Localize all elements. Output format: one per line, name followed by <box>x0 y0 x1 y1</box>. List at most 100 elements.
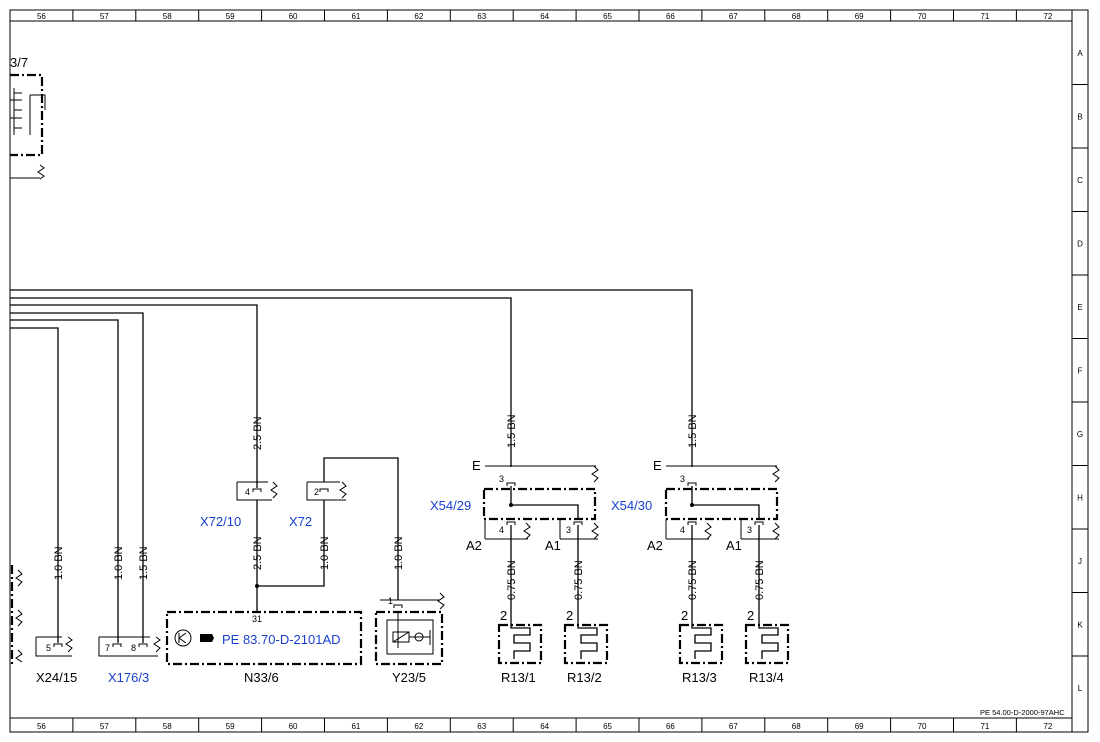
column-number: 59 <box>226 12 235 21</box>
column-number: 67 <box>729 12 738 21</box>
heater-r13-4: 2 R13/4 <box>744 608 790 685</box>
wire-label: 1.5 BN <box>506 414 518 448</box>
bus-lines <box>10 289 693 643</box>
connector-label: X54/30 <box>611 498 652 513</box>
connector-x54-30: E 3 X54/30 4 3 A2 A1 <box>611 458 780 622</box>
wire-label: 1.5 BN <box>138 546 150 580</box>
row-letter: B <box>1077 112 1082 121</box>
left-partial-symbols <box>10 565 23 665</box>
pin-label: 2 <box>500 608 507 623</box>
row-header: A B C D E F G H J K L <box>1072 49 1088 693</box>
tag-label: A1 <box>726 538 742 553</box>
heater-r13-1: 2 R13/1 <box>497 608 543 685</box>
pin-label: 5 <box>46 643 51 653</box>
row-letter: E <box>1077 303 1082 312</box>
connector-x176-3: 7 8 X176/3 <box>98 636 161 685</box>
fragment-label: 3/7 <box>10 55 28 70</box>
tag-label: A2 <box>466 538 482 553</box>
wire-label: 1.0 BN <box>393 536 405 570</box>
pin-label: 7 <box>105 643 110 653</box>
wire-label: 2.5 BN <box>252 416 264 450</box>
row-letter: J <box>1078 557 1082 566</box>
connector-x72: 2 X72 <box>255 457 399 600</box>
pin-label: 3 <box>566 525 571 535</box>
wire-label: 0.75 BN <box>573 560 585 600</box>
row-letter: L <box>1078 684 1083 693</box>
pin-label: 8 <box>131 643 136 653</box>
wire-label: 1.5 BN <box>687 414 699 448</box>
fragment-3-7: 3/7 <box>10 55 46 180</box>
heater-r13-3: 2 R13/3 <box>678 608 724 685</box>
component-label: R13/1 <box>501 670 536 685</box>
pin-label: 2 <box>566 608 573 623</box>
column-number: 58 <box>163 12 172 21</box>
connector-label: X54/29 <box>430 498 471 513</box>
wire-label: 0.75 BN <box>687 560 699 600</box>
tag-label: E <box>653 458 662 473</box>
column-number: 61 <box>351 722 360 731</box>
pin-label: 4 <box>680 525 685 535</box>
row-letter: G <box>1077 430 1083 439</box>
tag-label: E <box>472 458 481 473</box>
control-unit-n33-6: 31 PE 83.70-D-2101AD N33/6 <box>165 610 363 685</box>
row-letter: H <box>1077 493 1083 502</box>
wire-label: 2.5 BN <box>252 536 264 570</box>
column-number: 72 <box>1043 722 1052 731</box>
column-number: 66 <box>666 722 675 731</box>
reference-label: PE 83.70-D-2101AD <box>222 632 341 647</box>
row-letter: C <box>1077 176 1083 185</box>
wire-label: 0.75 BN <box>506 560 518 600</box>
column-number: 66 <box>666 12 675 21</box>
tag-label: A2 <box>647 538 663 553</box>
wire-label: 1.0 BN <box>113 546 125 580</box>
connector-label: X72 <box>289 514 312 529</box>
connector-x54-29: E 3 X54/29 4 3 A2 A1 <box>430 458 599 622</box>
connector-label: X72/10 <box>200 514 241 529</box>
pin-label: 2 <box>747 608 754 623</box>
component-label: R13/4 <box>749 670 784 685</box>
wire-label: 0.75 BN <box>754 560 766 600</box>
column-number: 57 <box>100 722 109 731</box>
pin-label: 2 <box>681 608 688 623</box>
column-number: 58 <box>163 722 172 731</box>
column-number: 70 <box>918 722 927 731</box>
pin-label: 3 <box>499 474 504 484</box>
column-number: 67 <box>729 722 738 731</box>
wire-label: 1.0 BN <box>53 546 65 580</box>
tag-label: A1 <box>545 538 561 553</box>
column-number: 69 <box>855 12 864 21</box>
connector-label: X24/15 <box>36 670 77 685</box>
connector-x72-10: 4 X72/10 <box>200 481 278 612</box>
component-label: R13/3 <box>682 670 717 685</box>
valve-y23-5: 1 Y23/5 <box>374 592 445 685</box>
row-letter: F <box>1078 366 1083 375</box>
column-number: 59 <box>226 722 235 731</box>
row-letter: A <box>1077 49 1083 58</box>
column-number: 56 <box>37 12 46 21</box>
column-number: 65 <box>603 12 612 21</box>
wire-labels: 2.5 BN 2.5 BN 1.0 BN 1.0 BN 1.0 BN 1.0 B… <box>53 414 766 600</box>
column-number: 63 <box>477 12 486 21</box>
pin-label: 3 <box>747 525 752 535</box>
column-number: 64 <box>540 12 549 21</box>
wire-label: 1.0 BN <box>319 536 331 570</box>
column-number: 72 <box>1043 12 1052 21</box>
column-number: 71 <box>980 12 989 21</box>
column-number: 57 <box>100 12 109 21</box>
sheet-id: PE 54.00-D-2000-97AHC <box>980 708 1065 717</box>
heater-r13-2: 2 R13/2 <box>563 608 609 685</box>
row-letter: D <box>1077 239 1083 248</box>
row-letter: K <box>1077 620 1083 629</box>
column-number: 56 <box>37 722 46 731</box>
pin-label: 4 <box>245 487 250 497</box>
column-number: 62 <box>414 722 423 731</box>
column-number: 69 <box>855 722 864 731</box>
column-number: 64 <box>540 722 549 731</box>
column-number: 68 <box>792 12 801 21</box>
column-number: 61 <box>351 12 360 21</box>
pin-label: 2 <box>314 487 319 497</box>
column-number: 68 <box>792 722 801 731</box>
